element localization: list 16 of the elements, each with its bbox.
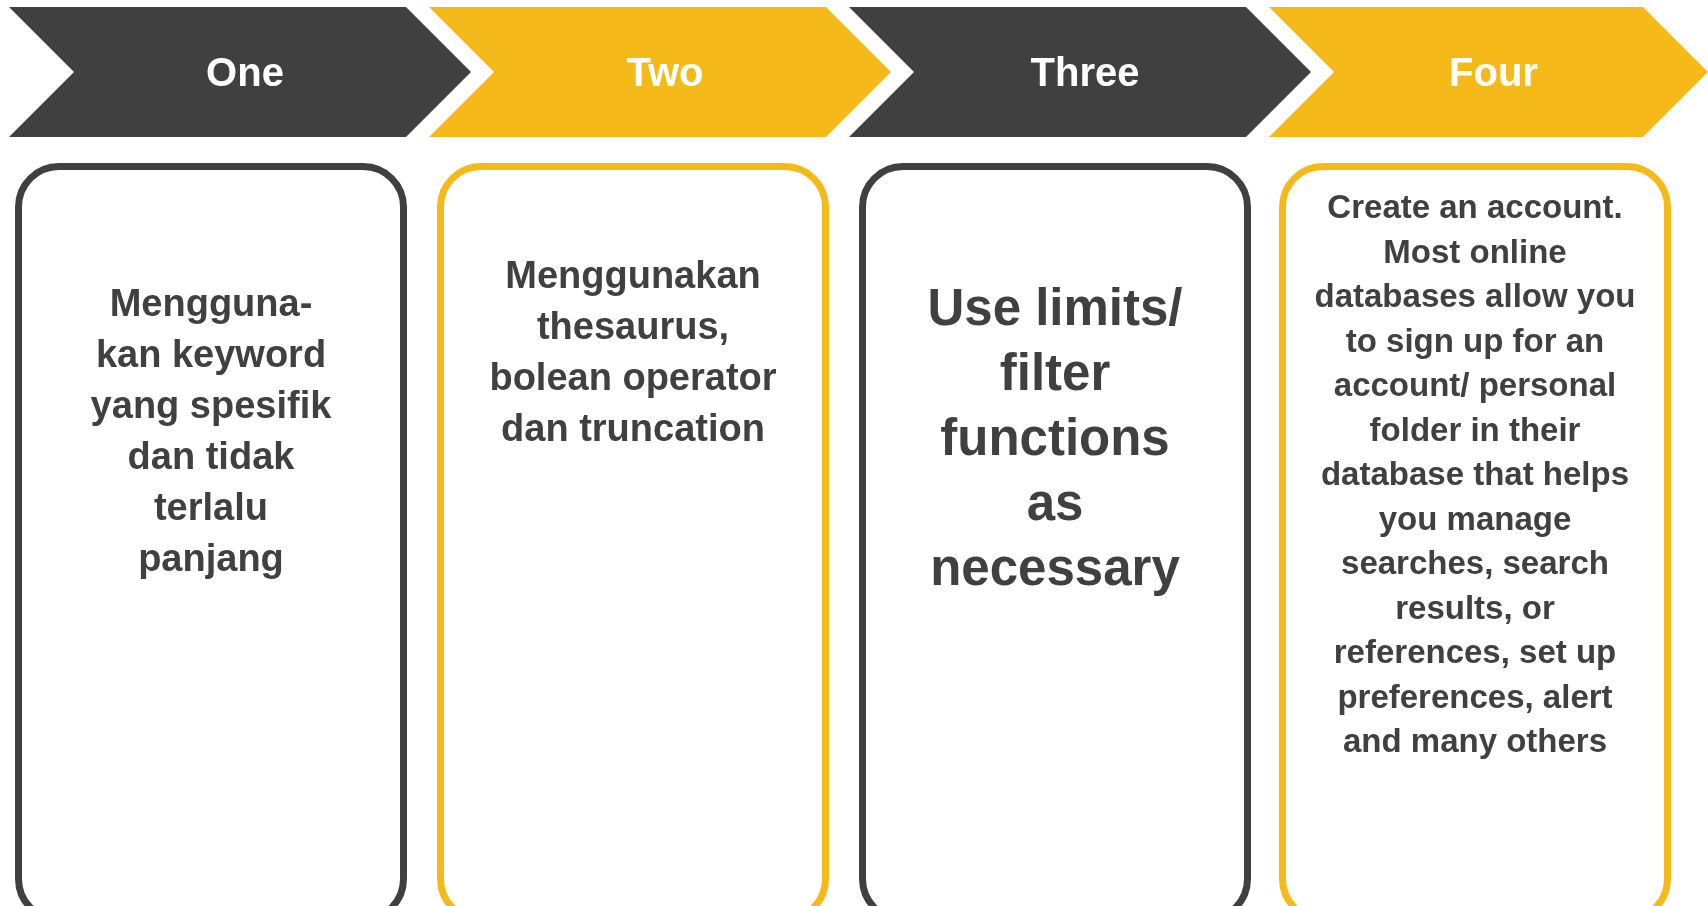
card-text: Mengguna- kan keyword yang spesifik dan tidak terlalu panjang	[89, 281, 333, 581]
card-text: Use limits/ filter functions as necessary	[926, 278, 1184, 598]
step-header-banner	[849, 7, 1311, 137]
step-card	[437, 163, 829, 906]
step-label: Four	[1448, 49, 1539, 95]
step-header-banner	[9, 7, 471, 137]
step-header-banner	[429, 7, 891, 137]
step-label: One	[205, 49, 285, 95]
step-card	[1279, 163, 1671, 906]
step-label: Two	[625, 49, 705, 95]
step-card	[15, 163, 407, 906]
step-card	[859, 163, 1251, 906]
step-header-banner	[1269, 7, 1708, 137]
card-text: Create an account. Most online databases allow you to sign up for an account/ personal folder in their database that helps you manage searches, search results, or references, set up preferences, alert and many others	[1313, 187, 1637, 761]
step-label: Three	[1029, 49, 1141, 95]
card-text: Menggunakan thesaurus, bolean operator dan truncation	[488, 253, 778, 451]
